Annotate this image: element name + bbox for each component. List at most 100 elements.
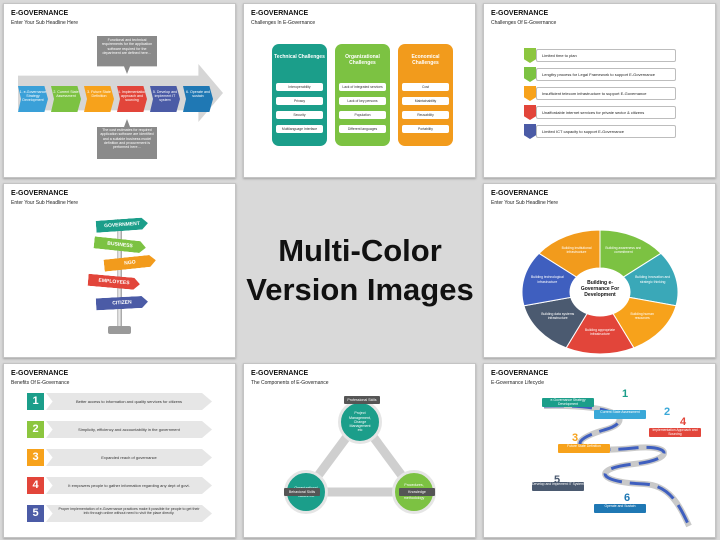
- slide-title: E-GOVERNANCE: [11, 10, 69, 17]
- component-label: Professional Skills: [344, 396, 380, 404]
- slide-thumbnail-4[interactable]: E-GOVERNANCE Enter Your Sub Headline Her…: [3, 183, 236, 358]
- challenge-row: Unaffordable internet services for priva…: [536, 106, 676, 119]
- challenge-item: Multilanguage Interface: [276, 125, 323, 133]
- challenge-item: Maintainability: [402, 97, 449, 105]
- stage-number: 6: [624, 492, 631, 504]
- benefit-bar: Proper implementation of e-Governance pr…: [46, 505, 212, 522]
- slide-subtitle: Enter Your Sub Headline Here: [11, 20, 78, 26]
- segment-label: Building awareness and commitment: [605, 246, 642, 255]
- signpost-sign: EMPLOYEES: [88, 274, 141, 290]
- benefit-bar: Better access to information and quality…: [46, 393, 212, 410]
- ring-diagram: Building awareness and commitmentBuildin…: [521, 229, 679, 355]
- benefit-bar: It empowers people to gather information…: [46, 477, 212, 494]
- benefit-number: 3: [27, 449, 44, 466]
- slide-thumbnail-8[interactable]: E-GOVERNANCE The Components of E-Governa…: [243, 363, 476, 538]
- slide-subtitle: Challenges Of E-Governance: [491, 20, 557, 26]
- segment-label: Building innovation and strategic thinki…: [635, 275, 671, 284]
- slide-title: E-GOVERNANCE: [11, 190, 69, 197]
- ring-center: [573, 271, 627, 313]
- step-box: 1. e-Governance Strategy Development: [18, 86, 48, 112]
- challenge-item: Interoperability: [276, 83, 323, 91]
- stage-number: 3: [572, 432, 579, 444]
- lifecycle-stage: Operate and Sustain: [594, 504, 646, 513]
- slide-title: E-GOVERNANCE: [491, 370, 549, 377]
- challenge-row: Limited ICT capacity to support E-Govern…: [536, 125, 676, 138]
- signpost-pole: [117, 219, 122, 329]
- challenge-item: Lack of key persons: [339, 97, 386, 105]
- row-marker: [524, 48, 536, 63]
- caption-line-2: Version Images: [246, 271, 474, 307]
- ring-center-label: Building e-Governance For Development: [580, 280, 620, 298]
- center-caption: Multi-Color Version Images: [243, 183, 477, 358]
- row-marker: [524, 124, 536, 139]
- slide-thumbnail-9[interactable]: E-GOVERNANCE E-Governance Lifecycle e-Go…: [483, 363, 716, 538]
- challenge-item: Population: [339, 111, 386, 119]
- benefit-number: 2: [27, 421, 44, 438]
- slide-thumbnail-1[interactable]: E-GOVERNANCE Enter Your Sub Headline Her…: [3, 3, 236, 178]
- challenge-row: Lengthy process for Legal Framework to s…: [536, 68, 676, 81]
- benefit-number: 4: [27, 477, 44, 494]
- slide-subtitle: Benefits Of E-Governance: [11, 380, 70, 386]
- segment-label: Building data systems infrastructure: [541, 311, 575, 320]
- step-box: 2. Current State Assessment: [51, 86, 81, 112]
- slide-thumbnail-6[interactable]: E-GOVERNANCE Enter Your Sub Headline Her…: [483, 183, 716, 358]
- column-title: Technical Challenges: [274, 54, 325, 60]
- challenge-row: Limited time to plan: [536, 49, 676, 62]
- stage-number: 4: [680, 416, 687, 428]
- benefit-number: 5: [27, 505, 44, 522]
- segment-label: Building institutional infrastructure: [561, 246, 592, 255]
- slide-title: E-GOVERNANCE: [491, 10, 549, 17]
- step-box: 4. Implementation approach and sourcing: [117, 86, 147, 112]
- signpost-base: [108, 326, 131, 334]
- triangle-connector: [297, 411, 423, 497]
- slide-thumbnail-3[interactable]: E-GOVERNANCE Challenges Of E-Governance …: [483, 3, 716, 178]
- challenge-row: Insufficient telecom infrastructure to s…: [536, 87, 676, 100]
- ring-segment: [538, 229, 601, 278]
- challenge-item: Security: [276, 111, 323, 119]
- slide-title: E-GOVERNANCE: [11, 370, 69, 377]
- cost-text: The cost estimates for required applicat…: [100, 128, 154, 150]
- signpost-sign: NGO: [104, 254, 157, 271]
- slide-subtitle: The Components of E-Governance: [251, 380, 329, 386]
- slide-subtitle: Challenges In E-Governance: [251, 20, 316, 26]
- challenge-item: Portability: [402, 125, 449, 133]
- component-node: Project Management, Change Management et…: [338, 400, 382, 444]
- lifecycle-stage: Develop and implement IT System: [532, 482, 584, 491]
- stage-number: 5: [554, 474, 561, 486]
- column-title: Economical Challenges: [411, 54, 440, 66]
- signpost-sign: GOVERNMENT: [96, 217, 149, 233]
- slide-title: E-GOVERNANCE: [491, 190, 549, 197]
- lifecycle-stage: Future State Definition: [558, 444, 610, 453]
- column-title: Organizational Challenges: [345, 54, 380, 66]
- challenge-item: Privacy: [276, 97, 323, 105]
- step-box: 6. Operate and sustain: [183, 86, 213, 112]
- signpost-sign: CITIZEN: [96, 296, 149, 311]
- lifecycle-path: [543, 402, 692, 528]
- step-box: 5. Develop and implement IT system: [150, 86, 180, 112]
- segment-label: Building appropriate infrastructure: [584, 328, 616, 337]
- component-label: Behavioral Skills: [284, 488, 320, 496]
- slide-title: E-GOVERNANCE: [251, 10, 309, 17]
- stage-number: 1: [622, 388, 629, 400]
- slide-thumbnail-2[interactable]: E-GOVERNANCE Challenges In E-Governance …: [243, 3, 476, 178]
- row-marker: [524, 105, 536, 120]
- component-label: Knowledge: [399, 488, 435, 496]
- slide-subtitle: E-Governance Lifecycle: [491, 380, 545, 386]
- challenge-item: Lack of integrated services: [339, 83, 386, 91]
- slide-title: E-GOVERNANCE: [251, 370, 309, 377]
- segment-label: Building human resources: [630, 311, 654, 320]
- row-marker: [524, 86, 536, 101]
- benefit-bar: Expanded reach of governance: [46, 449, 212, 466]
- row-marker: [524, 67, 536, 82]
- caption-line-1: Multi-Color: [278, 232, 442, 268]
- slide-subtitle: Enter Your Sub Headline Here: [11, 200, 78, 206]
- challenge-item: Different languages: [339, 125, 386, 133]
- challenge-item: Reusability: [402, 111, 449, 119]
- step-box: 3. Future State Definition: [84, 86, 114, 112]
- lifecycle-stage: Current State Assessment: [594, 410, 646, 419]
- lifecycle-stage: e-Governance Strategy Development: [542, 398, 594, 407]
